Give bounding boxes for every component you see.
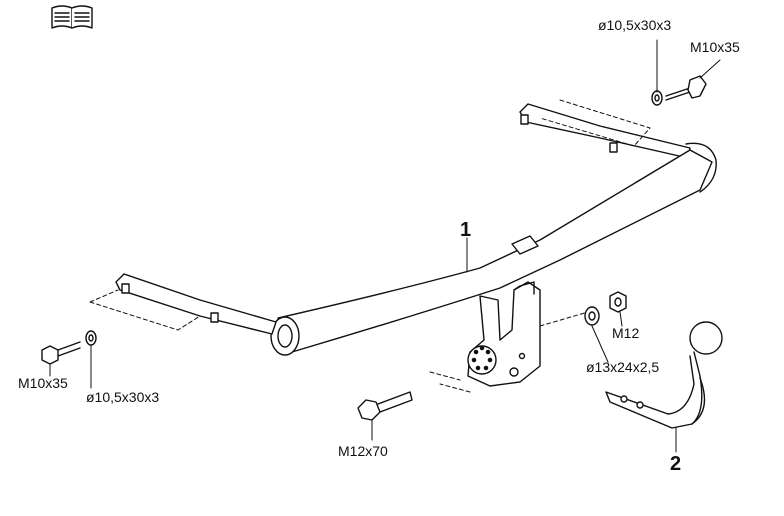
left-bolt	[41, 341, 81, 377]
main-crossbar	[270, 142, 717, 356]
part-number-1: 1	[460, 219, 472, 241]
top-bolt	[665, 59, 721, 101]
bolt-m12x70-label: M12x70	[338, 443, 388, 459]
washer-m12-label: ø13x24x2,5	[586, 359, 660, 375]
m12x70-bolt	[357, 391, 413, 441]
open-book-icon	[51, 5, 93, 29]
bolt-top-label: M10x35	[690, 39, 740, 55]
m12-nut	[609, 291, 627, 327]
right-side-bracket	[519, 99, 691, 159]
top-washer	[651, 39, 663, 106]
part-number-2: 2	[670, 453, 682, 475]
coupling-mount-plate	[429, 281, 589, 393]
m12-washer	[584, 306, 609, 363]
ball-neck	[605, 321, 723, 453]
left-washer	[85, 330, 97, 389]
nut-m12-label: M12	[612, 325, 640, 341]
washer-left-label: ø10,5x30x3	[86, 389, 160, 405]
left-side-bracket	[89, 273, 277, 335]
bolt-left-label: M10x35	[18, 375, 68, 391]
washer-top-label: ø10,5x30x3	[598, 17, 672, 33]
